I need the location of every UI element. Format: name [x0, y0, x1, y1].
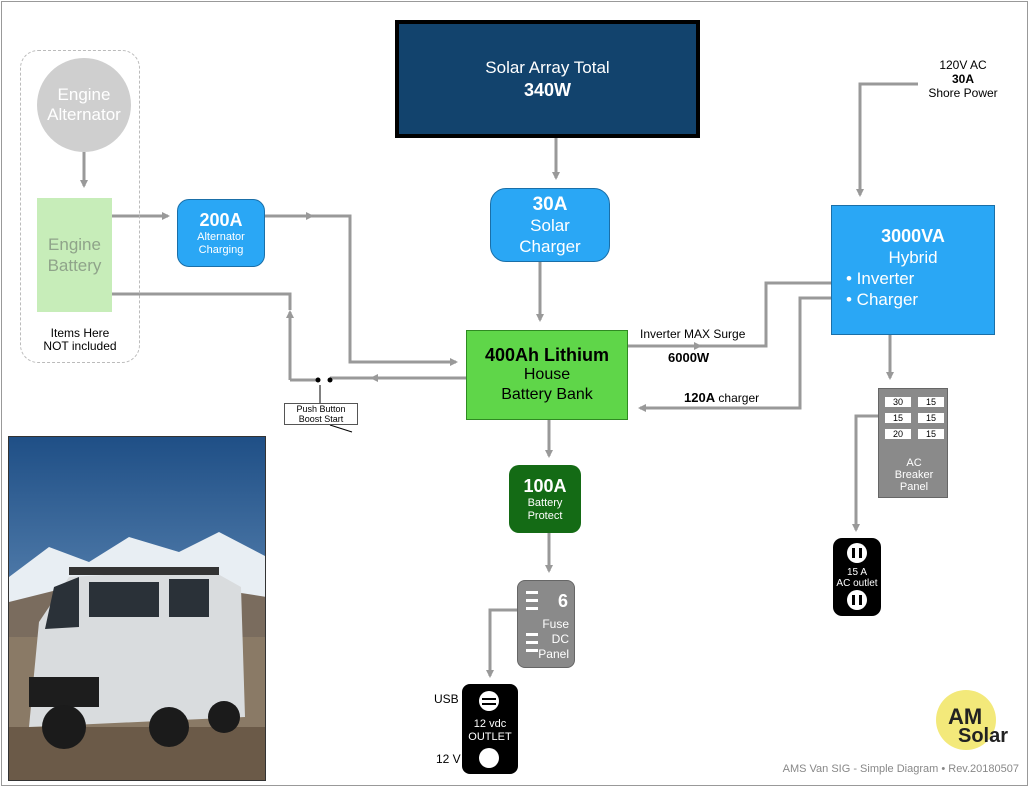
ac-panel-l1: AC — [906, 457, 922, 469]
solar-charger-l1: Solar — [530, 215, 570, 235]
usb-port-icon — [479, 691, 499, 768]
dc-panel-l2: DC — [551, 632, 569, 646]
surge-value: 6000W — [668, 350, 710, 365]
alternator-charging-box: 200A Alternator Charging — [177, 199, 265, 267]
battery-protect-box: 100A Battery Protect — [509, 465, 581, 533]
inverter-feature-1: • Inverter — [846, 269, 915, 288]
ac-panel-label: AC Breaker Panel — [879, 457, 949, 493]
engine-alternator-l1: Engine — [57, 85, 111, 104]
battery-protect-amps: 100A — [523, 476, 567, 496]
breaker: 15 — [918, 397, 944, 407]
dc-panel-l3: Panel — [538, 647, 569, 661]
push-button-boost-start: Push Button Boost Start — [284, 403, 358, 425]
logo-am: AM — [948, 704, 983, 729]
house-battery-bank: 400Ah Lithium House Battery Bank — [466, 330, 628, 420]
shore-power-amps: 30A — [951, 72, 974, 86]
engine-items-group — [20, 50, 140, 363]
ac-outlet: 15 A AC outlet — [833, 538, 881, 616]
shore-power-label: 120V AC 30A Shore Power — [918, 58, 1008, 100]
solar-charger-l2: Charger — [519, 236, 581, 256]
van-photo-image — [9, 437, 265, 780]
battery-bank-l3: Battery Bank — [501, 386, 593, 403]
battery-bank-l2: House — [523, 366, 571, 383]
breaker: 30 — [885, 397, 911, 407]
not-included-l1: Items Here — [50, 326, 110, 340]
engine-battery: Engine Battery — [37, 198, 112, 312]
breaker: 15 — [885, 413, 911, 423]
battery-protect-l1: Battery — [527, 497, 563, 509]
dc-fuse-count: 6 — [558, 591, 569, 611]
engine-battery-l1: Engine — [48, 235, 101, 254]
alternator-charging-l2: Charging — [198, 244, 244, 256]
alternator-charging-amps: 200A — [199, 210, 243, 230]
wire-ac-panel-to-outlet — [852, 414, 878, 532]
wire-engine-to-push — [112, 292, 292, 310]
battery-bank-capacity: 400Ah Lithium — [484, 345, 609, 365]
ac-breaker-panel: 30 15 15 15 20 15 AC Breaker Panel — [878, 388, 948, 498]
wire-dc-panel-to-outlet — [486, 608, 517, 678]
surge-label: Inverter MAX Surge — [640, 327, 746, 341]
solar-charger-box: 30A Solar Charger — [490, 188, 610, 262]
engine-battery-l2: Battery — [47, 256, 102, 275]
ac-outlet-l2: AC outlet — [836, 578, 878, 589]
alternator-charging-l1: Alternator — [197, 231, 245, 243]
dc-panel-l1: Fuse — [542, 617, 569, 631]
solar-charger-amps: 30A — [532, 193, 568, 215]
engine-alternator-l2: Alternator — [47, 105, 121, 124]
breaker: 15 — [918, 429, 944, 439]
inverter-type: Hybrid — [888, 248, 938, 267]
breaker: 20 — [885, 429, 911, 439]
push-button-l2: Boost Start — [298, 414, 344, 424]
solar-array-box: Solar Array Total 340W — [395, 20, 700, 138]
inverter-rating: 3000VA — [881, 226, 945, 246]
charger-rate-value: 120A — [684, 390, 716, 405]
am-solar-logo: AM Solar — [936, 690, 1016, 755]
dc-outlet-l1: 12 vdc — [473, 718, 507, 730]
logo-solar: Solar — [958, 725, 1009, 747]
charger-rate: 120A charger — [684, 390, 759, 405]
charger-rate-label: charger — [718, 391, 760, 405]
wire-shore-to-inverter — [856, 82, 918, 197]
dc-panel-label: Fuse DC Panel — [538, 617, 569, 662]
engine-alternator: Engine Alternator — [37, 58, 131, 152]
van-photo — [8, 436, 266, 781]
footer-revision: AMS Van SIG - Simple Diagram • Rev.20180… — [782, 763, 1019, 775]
wire-alt-charging-to-bank — [265, 214, 458, 366]
shore-power-l1: 120V AC — [939, 58, 987, 72]
dc-outlet-l2: OUTLET — [468, 731, 512, 743]
ac-panel-l3: Panel — [899, 481, 929, 493]
wire-inverter-to-bank — [638, 296, 831, 412]
shore-power-l3: Shore Power — [928, 86, 998, 100]
sun-icon — [936, 690, 996, 750]
breaker: 15 — [918, 413, 944, 423]
hybrid-inverter-box: 3000VA Hybrid • Inverter • Charger — [831, 205, 995, 335]
not-included-note: Items Here NOT included — [22, 327, 138, 353]
inverter-feature-2: • Charger — [846, 290, 919, 309]
push-button-l1: Push Button — [296, 404, 346, 414]
not-included-l2: NOT included — [43, 339, 117, 353]
solar-array-watts: 340W — [523, 80, 572, 100]
dc-fuse-panel: 6 Fuse DC Panel — [517, 580, 575, 668]
ac-socket-icon — [847, 543, 867, 610]
ac-panel-l2: Breaker — [894, 469, 934, 481]
ac-outlet-l1: 15 A — [846, 567, 868, 578]
solar-array-label: Solar Array Total — [485, 58, 610, 77]
dc-12v-outlet: 12 vdc OUTLET — [462, 684, 518, 774]
battery-protect-l2: Protect — [527, 510, 563, 522]
